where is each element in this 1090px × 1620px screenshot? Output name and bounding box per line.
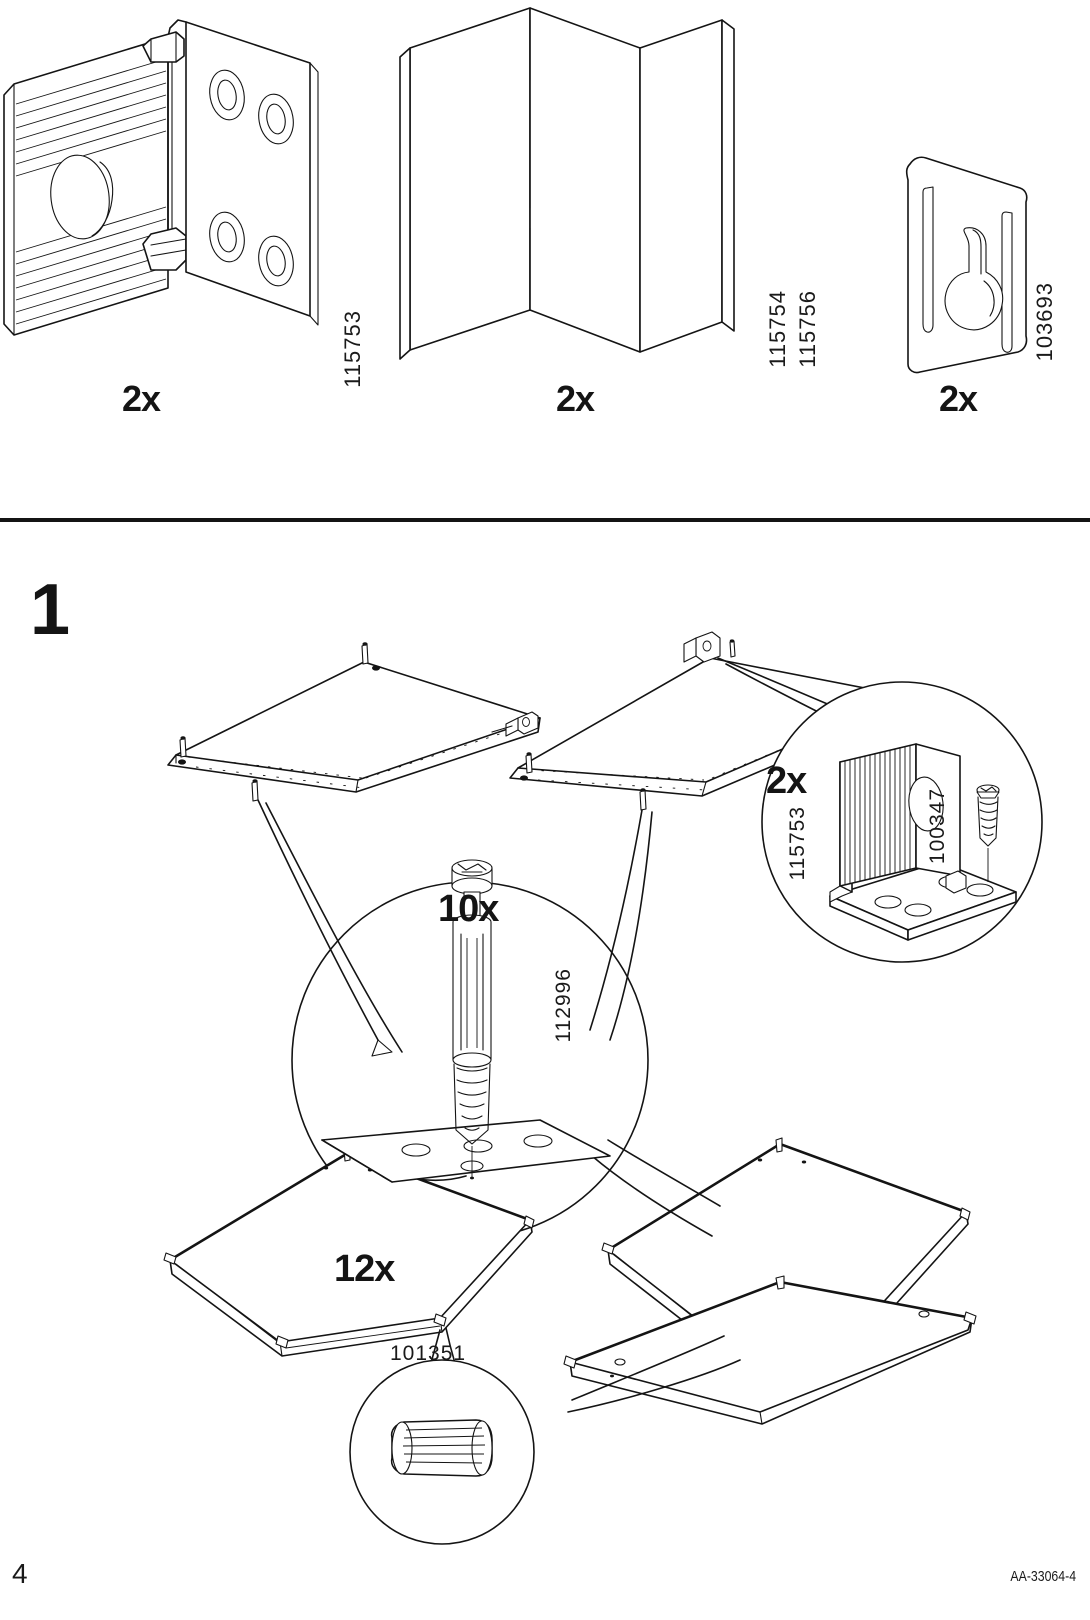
wood-dowel-icon [390, 1419, 493, 1477]
part-number-115754: 115754 [765, 290, 790, 368]
part-item-wall-bracket [880, 150, 1050, 380]
callout-part-number-112996: 112996 [552, 968, 575, 1043]
callout-part-number-101351: 101351 [390, 1342, 467, 1365]
part-item-corner-fitting [0, 0, 350, 400]
parts-list-strip: 115753 2x 115754 115756 2x [0, 0, 1090, 520]
keyhole-wall-bracket-icon [905, 156, 1028, 374]
folded-corner-panel-icon [399, 7, 735, 360]
document-code: AA-33064-4 [1010, 1568, 1076, 1585]
part-number-115753: 115753 [340, 310, 365, 388]
panel-bottom-plank [563, 1275, 977, 1425]
page-number: 4 [12, 1558, 28, 1589]
callout-quantity-wood-dowel: 12x [334, 1248, 395, 1290]
corner-fitting-assembly-icon [829, 743, 1017, 941]
panel-top-left [167, 642, 541, 802]
callout-quantity-corner-fitting: 2x [766, 760, 807, 802]
callout-part-number-100347: 100347 [926, 788, 949, 865]
callout-quantity-cam-screw: 10x [438, 888, 499, 930]
cam-lock-screw-icon [321, 859, 611, 1183]
panel-bottom-left [163, 1146, 535, 1357]
corner-fitting-bracket-icon [3, 19, 319, 336]
callout-part-number-115753: 115753 [786, 806, 809, 881]
step-1-diagram [140, 600, 1043, 1545]
part-number-103693: 103693 [1032, 282, 1057, 362]
part-item-corner-panel [390, 0, 750, 400]
part-quantity-1: 2x [122, 378, 161, 419]
part-quantity-3: 2x [939, 378, 978, 419]
part-quantity-2: 2x [556, 378, 595, 419]
step-number: 1 [30, 570, 71, 650]
part-number-115756: 115756 [795, 290, 820, 368]
section-divider [0, 518, 1090, 522]
